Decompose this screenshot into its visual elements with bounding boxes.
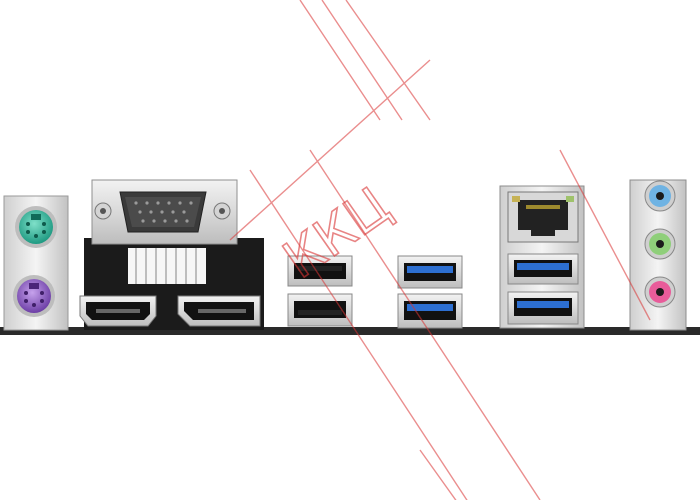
- audio-jack-icon: [644, 180, 676, 212]
- usb3-port-icon: [397, 293, 463, 329]
- ps2-keyboard-icon: [15, 206, 57, 248]
- audio-jack-icon: [644, 276, 676, 308]
- hdmi-port-icon: [79, 295, 157, 327]
- usb3-stack: [397, 255, 463, 329]
- usb3-port-icon: [507, 291, 579, 325]
- vga-port-icon: [94, 191, 231, 233]
- ps2-mouse-icon: [13, 275, 55, 317]
- ps2-block: [3, 195, 69, 331]
- audio-stack: [629, 179, 687, 331]
- watermark: [229, 0, 651, 500]
- pcb-base-strip: [0, 327, 700, 335]
- audio-jack-icon: [644, 228, 676, 260]
- usb2-port-icon: [287, 255, 353, 287]
- lan-usb-stack: [499, 185, 585, 329]
- usb3-port-icon: [397, 255, 463, 289]
- video-block: [79, 179, 264, 330]
- usb3-port-icon: [507, 253, 579, 285]
- displayport-icon: [177, 295, 261, 327]
- ethernet-port-icon: [507, 191, 579, 243]
